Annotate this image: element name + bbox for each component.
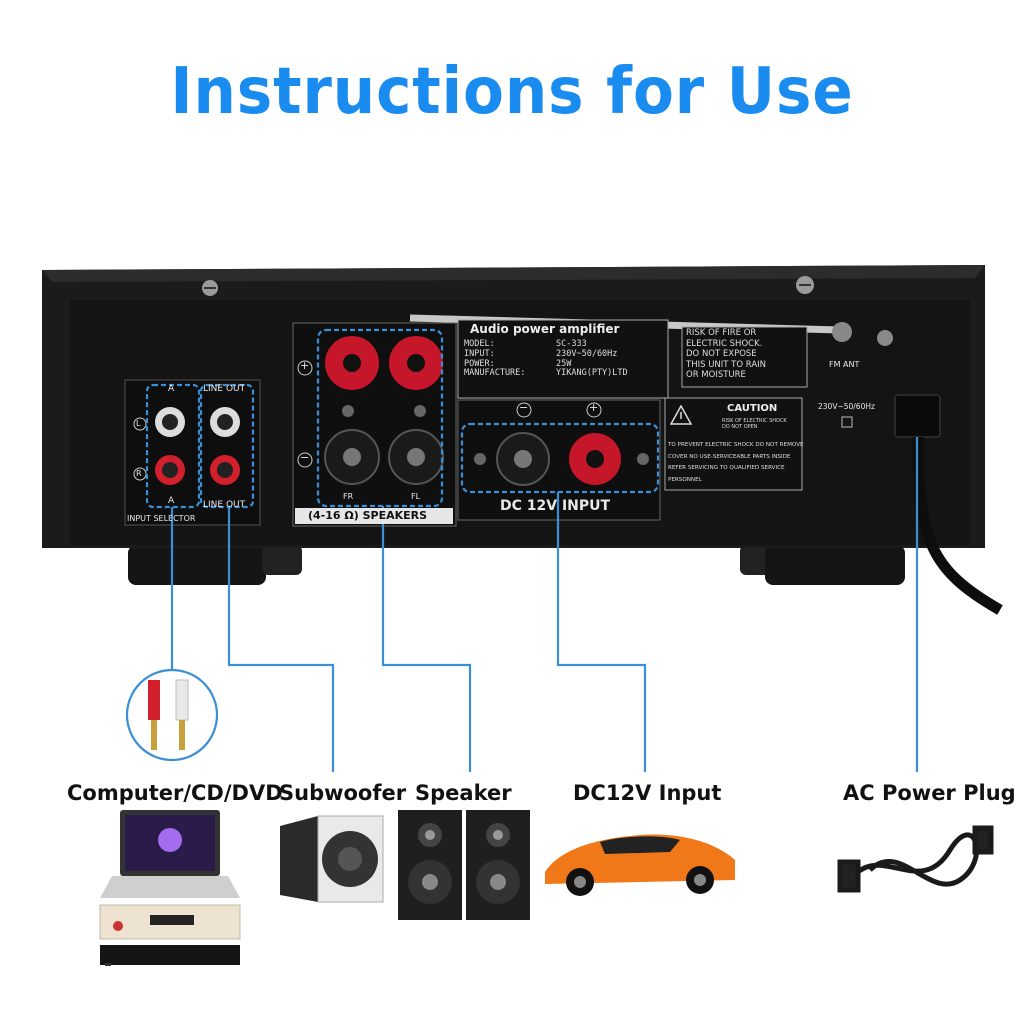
spec-key: INPUT: <box>464 348 495 359</box>
page-title: Instructions for Use <box>170 55 854 129</box>
input-selector-label: INPUT SELECTOR <box>127 514 196 523</box>
warning-triangle-icon <box>670 405 692 425</box>
warning-text: RISK OF FIRE OR ELECTRIC SHOCK. DO NOT E… <box>686 328 766 380</box>
dvd-player-icon <box>99 904 241 966</box>
caution-sub: RISK OF ELECTRIC SHOCK DO NOT OPEN <box>722 418 787 430</box>
left-channel-label: L <box>136 419 141 428</box>
speakers-icon <box>398 810 530 920</box>
right-channel-label: R <box>136 469 142 478</box>
spec-key: MODEL: <box>464 339 495 349</box>
car-icon <box>545 834 735 896</box>
fm-ant-label: FM ANT <box>829 360 860 369</box>
input-a-bottom-label: A <box>168 496 175 506</box>
lineout-bottom-label: LINE OUT <box>203 500 246 510</box>
source-label: Computer/CD/DVD <box>67 781 283 805</box>
speaker-label: Speaker <box>415 781 512 805</box>
lineout-top-label: LINE OUT <box>203 384 246 394</box>
dc-minus-label: − <box>519 401 529 414</box>
spec-header: Audio power amplifier <box>470 322 620 336</box>
voltage-label: 230V~50/60Hz <box>818 402 875 411</box>
spec-value: 25W <box>556 358 572 369</box>
spec-value: SC-333 <box>556 339 587 349</box>
spec-key: MANUFACTURE: <box>464 368 526 379</box>
dc-input-panel-label: DC 12V INPUT <box>500 498 611 514</box>
caution-title: CAUTION <box>727 403 778 414</box>
subwoofer-icon <box>280 815 384 903</box>
input-a-label: A <box>168 384 175 394</box>
fl-label: FL <box>411 492 421 501</box>
power-cord-icon <box>837 825 994 893</box>
caution-text: TO PREVENT ELECTRIC SHOCK DO NOT REMOVE … <box>668 442 804 483</box>
speakers-label: (4-16 Ω) SPEAKERS <box>308 509 428 522</box>
speaker-plus-label: + <box>300 359 310 372</box>
fr-label: FR <box>343 492 354 501</box>
spec-key: POWER: <box>464 358 495 369</box>
spec-table: MODEL: SC-333 INPUT: 230V~50/60Hz POWER: 25… <box>464 339 628 379</box>
ac-plug-label: AC Power Plug <box>843 781 1016 805</box>
spec-value: YIKANG(PTY)LTD <box>556 368 628 379</box>
dc-input-label: DC12V Input <box>573 781 722 805</box>
subwoofer-label: Subwoofer <box>279 781 407 805</box>
laptop-icon <box>100 810 240 898</box>
dc-plus-label: + <box>589 401 599 414</box>
spec-value: 230V~50/60Hz <box>556 348 618 359</box>
speaker-minus-label: − <box>300 451 310 464</box>
